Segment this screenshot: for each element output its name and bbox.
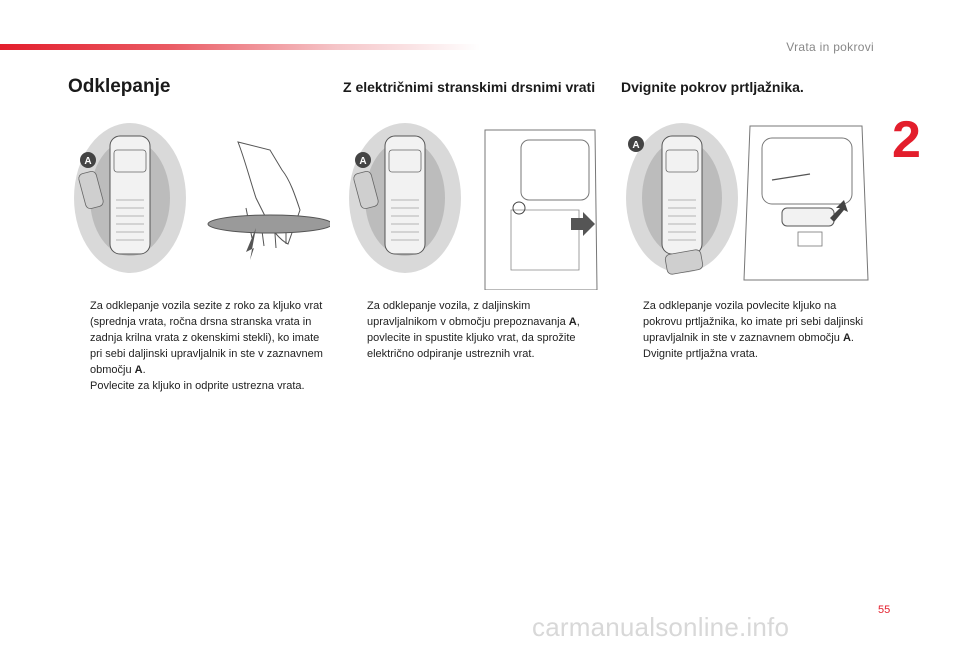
bullet-item: Dvignite prtljažna vrata. [621,346,866,362]
zone-a-marker [80,152,96,168]
column-2-text: Za odklepanje vozila, z daljinskim uprav… [345,298,600,362]
bullet-text: Za odklepanje vozila sezite z roko za kl… [90,300,323,376]
illustration-hand-door-handle: A [74,123,330,273]
zone-a-label: A [632,140,639,151]
section-title: Vrata in pokrovi [786,40,874,54]
bullet-text: Povlecite za kljuko in odprite ustrezna … [90,380,305,392]
illustration-tailgate: A [626,123,869,281]
bullet-item: Povlecite za kljuko in odprite ustrezna … [68,378,330,394]
zone-a-marker [628,136,644,152]
page-number: 55 [878,604,891,616]
chapter-number: 2 [892,111,921,169]
bullet-trailing-text: . [142,364,146,376]
zone-a-label: A [359,156,366,167]
page-title: Odklepanje [68,76,171,97]
bullet-bold-text: A [842,332,851,344]
bullet-bold-text: A [134,364,143,376]
bullet-bold-text: A [568,316,577,328]
column-3-heading: Dvignite pokrov prtljažnika. [621,79,804,95]
bullet-text: Dvignite prtljažna vrata. [643,348,758,360]
header-accent-bar [0,44,480,50]
column-1-text: Za odklepanje vozila sezite z roko za kl… [68,298,330,394]
bullet-item: Za odklepanje vozila sezite z roko za kl… [68,298,330,378]
bullet-item: Za odklepanje vozila povlecite kljuko na… [621,298,866,346]
illustration-sliding-door: A [349,123,598,290]
bullet-item: Za odklepanje vozila, z daljinskim uprav… [345,298,600,362]
column-3-text: Za odklepanje vozila povlecite kljuko na… [621,298,866,362]
watermark: carmanualsonline.info [532,612,790,642]
bullet-trailing-text: , povlecite in spustite kljuko vrat, da … [367,316,580,360]
bullet-text: Za odklepanje vozila, z daljinskim uprav… [367,300,569,328]
bullet-trailing-text: . [850,332,854,344]
zone-a-marker [355,152,371,168]
bullet-text: Za odklepanje vozila povlecite kljuko na… [643,300,864,344]
zone-a-label: A [84,156,91,167]
column-2-heading: Z električnimi stranskimi drsnimi vrati [343,79,596,95]
